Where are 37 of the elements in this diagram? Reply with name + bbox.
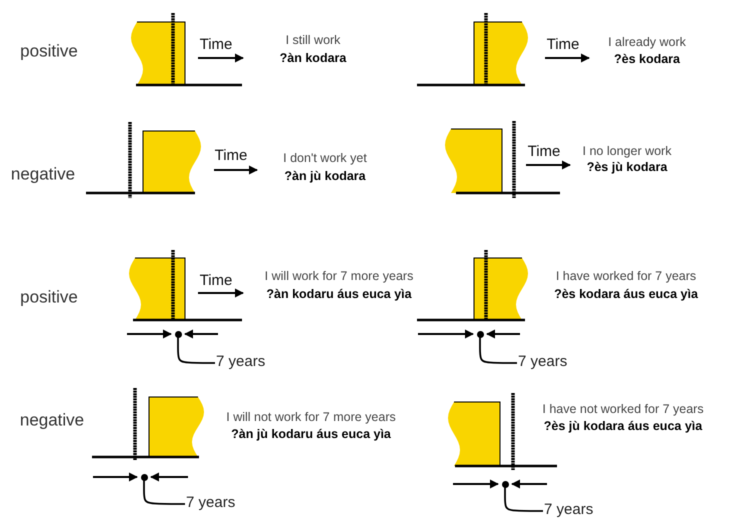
translation-text: I have worked for 7 years: [556, 270, 696, 284]
phrase-text: ?àn jù kodara: [284, 170, 366, 184]
translation-text: I don't work yet: [283, 152, 367, 166]
point-dot: [140, 474, 148, 480]
row-label: negative: [20, 412, 84, 430]
row-label: positive: [20, 288, 78, 308]
point-dot: [476, 330, 484, 338]
duration-label: 7 years: [544, 502, 594, 518]
translation-text: I no longer work: [582, 145, 672, 159]
leader-line: [504, 488, 543, 512]
translation-text: I will work for 7 more years: [264, 270, 414, 284]
phrase-text: ?àn kodaru áus euca yìa: [266, 288, 412, 302]
axis-label: Time: [200, 36, 232, 54]
translation-text: I still work: [286, 34, 340, 48]
leader-line: [177, 338, 215, 364]
duration-label: 7 years: [186, 494, 236, 512]
leader-line: [143, 480, 185, 505]
row-label: negative: [10, 166, 76, 184]
phrase-text: ?ès kodara áus euca yìa: [554, 288, 698, 302]
axis-label: Time: [546, 36, 580, 54]
translation-text: I will not work for 7 more years: [226, 411, 396, 425]
phrase-text: ?àn kodara: [280, 52, 346, 66]
row-label: positive: [20, 42, 78, 62]
duration-label: 7 years: [518, 354, 568, 370]
phrase-text: ?ès jù kodara: [586, 161, 668, 175]
translation-text: I have not worked for 7 years: [542, 403, 704, 417]
translation-text: I already work: [608, 36, 686, 50]
phrase-text: ?ès jù kodara áus euca yìa: [544, 420, 702, 434]
phrase-text: ?àn jù kodaru áus euca yìa: [231, 428, 391, 442]
axis-label: Time: [200, 272, 232, 290]
axis-label: Time: [214, 148, 248, 164]
axis-label: Time: [528, 144, 560, 160]
phrase-text: ?ès kodara: [614, 53, 680, 67]
leader-line: [479, 338, 517, 364]
point-dot: [174, 330, 182, 338]
point-dot: [502, 480, 508, 488]
duration-label: 7 years: [216, 354, 266, 370]
